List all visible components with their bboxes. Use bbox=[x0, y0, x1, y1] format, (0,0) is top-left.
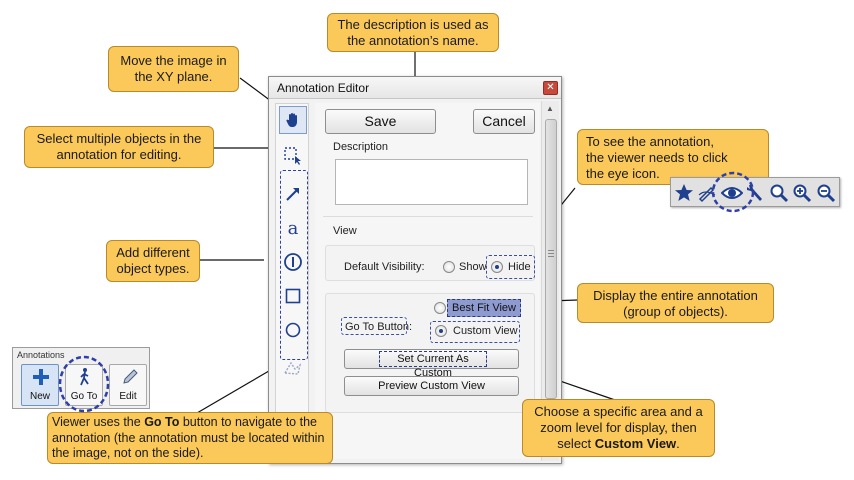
annotations-panel: Annotations New Go To Edit bbox=[12, 347, 150, 409]
custom-callout-text-2: . bbox=[676, 436, 680, 451]
info-icon bbox=[284, 253, 302, 271]
cancel-button[interactable]: Cancel bbox=[473, 109, 535, 134]
go-to-callout: Viewer uses the Go To button to navigate… bbox=[47, 412, 333, 464]
arrow-icon bbox=[286, 188, 299, 201]
circle-tool[interactable] bbox=[279, 316, 307, 344]
select-callout: Select multiple objects in the annotatio… bbox=[24, 126, 214, 168]
go-to-callout-bold: Go To bbox=[144, 415, 180, 429]
eye-icon bbox=[721, 187, 743, 199]
wrench-icon bbox=[747, 185, 762, 201]
eye-callout-line-3: the eye icon. bbox=[586, 166, 660, 181]
dialog-title: Annotation Editor bbox=[277, 81, 370, 95]
rectangle-icon bbox=[285, 288, 301, 304]
eye-callout-line-1: To see the annotation, bbox=[586, 134, 714, 149]
eye-highlight-circle bbox=[711, 171, 755, 213]
star-button[interactable] bbox=[673, 182, 695, 204]
rectangle-tool[interactable] bbox=[279, 282, 307, 310]
new-label: New bbox=[29, 391, 50, 402]
custom-callout-text-1: Choose a specific area and a zoom level … bbox=[534, 404, 703, 451]
go-to-button-label: Go To Button: bbox=[345, 321, 413, 333]
show-radio[interactable] bbox=[443, 261, 455, 273]
editor-panel: Save Cancel Description View Default Vis… bbox=[315, 103, 540, 459]
select-tool[interactable] bbox=[279, 142, 307, 170]
view-label: View bbox=[333, 225, 357, 237]
polygon-icon bbox=[283, 361, 302, 375]
go-to-label-highlight bbox=[341, 317, 407, 335]
star-icon bbox=[675, 184, 693, 201]
annotations-title: Annotations bbox=[17, 350, 65, 360]
zoom-out-button[interactable] bbox=[815, 182, 837, 204]
hide-highlight bbox=[486, 255, 535, 279]
move-callout: Move the image in the XY plane. bbox=[108, 46, 239, 92]
zoom-in-button[interactable] bbox=[791, 182, 813, 204]
marquee-select-icon bbox=[284, 147, 301, 165]
description-label: Description bbox=[333, 141, 389, 153]
custom-callout-bold: Custom View bbox=[594, 436, 677, 451]
save-button[interactable]: Save bbox=[325, 109, 436, 134]
pan-tool[interactable] bbox=[279, 106, 307, 134]
wrench-button[interactable] bbox=[744, 182, 766, 204]
new-button[interactable]: New bbox=[21, 364, 59, 406]
scrollbar[interactable]: ▲ bbox=[541, 101, 559, 461]
object-types-highlight bbox=[280, 170, 308, 360]
title-bar: Annotation Editor ✕ bbox=[269, 77, 561, 99]
preview-custom-view-button[interactable]: Preview Custom View bbox=[344, 376, 519, 396]
zoom-out-icon bbox=[817, 184, 836, 203]
display-entire-callout: Display the entire annotation (group of … bbox=[577, 283, 774, 323]
set-current-as-custom-button[interactable]: Set Current As Custom bbox=[344, 349, 519, 379]
set-current-as-custom-label: Set Current As Custom bbox=[379, 351, 487, 379]
custom-view-label: Custom View bbox=[453, 325, 518, 337]
custom-view-highlight bbox=[430, 321, 520, 343]
go-to-highlight-circle bbox=[58, 355, 110, 413]
divider bbox=[323, 216, 533, 217]
best-fit-view-label: Best Fit View bbox=[447, 299, 521, 317]
eye-callout-line-2: the viewer needs to click bbox=[586, 150, 728, 165]
default-visibility-label: Default Visibility: bbox=[344, 261, 425, 273]
annotation-editor-dialog: Annotation Editor ✕ a bbox=[268, 76, 562, 464]
person-walking-icon bbox=[80, 368, 89, 386]
hand-icon bbox=[286, 113, 297, 127]
scroll-thumb[interactable] bbox=[545, 119, 557, 399]
description-input[interactable] bbox=[335, 159, 528, 205]
custom-view-callout: Choose a specific area and a zoom level … bbox=[522, 399, 715, 457]
hide-radio[interactable] bbox=[491, 261, 503, 273]
viewer-toolbar bbox=[670, 177, 840, 207]
search-icon bbox=[770, 184, 789, 203]
zoom-in-icon bbox=[793, 184, 812, 203]
object-types-callout: Add different object types. bbox=[106, 240, 200, 282]
go-to-group: Go To Button: Best Fit View Custom View … bbox=[325, 293, 535, 413]
pencil-icon bbox=[123, 369, 138, 384]
polygon-tool[interactable] bbox=[279, 354, 307, 382]
hide-label: Hide bbox=[508, 261, 531, 273]
go-to-button[interactable]: Go To bbox=[65, 364, 103, 406]
arrow-tool[interactable] bbox=[279, 180, 307, 208]
tool-palette: a bbox=[275, 103, 309, 459]
info-tool[interactable] bbox=[279, 248, 307, 276]
close-button[interactable]: ✕ bbox=[543, 81, 558, 95]
search-button[interactable] bbox=[768, 182, 790, 204]
circle-icon bbox=[285, 322, 301, 338]
go-to-label: Go To bbox=[70, 391, 98, 402]
custom-view-radio[interactable] bbox=[435, 325, 447, 337]
description-callout: The description is used as the annotatio… bbox=[327, 13, 499, 52]
edit-label: Edit bbox=[119, 391, 137, 402]
text-tool[interactable]: a bbox=[279, 214, 307, 242]
go-to-callout-text-1: Viewer uses the bbox=[52, 415, 145, 429]
go-to-callout-text-2: button to navigate to the annotation (th… bbox=[52, 415, 325, 460]
eye-button[interactable] bbox=[721, 182, 743, 204]
eye-callout: To see the annotation, the viewer needs … bbox=[577, 129, 769, 185]
text-icon: a bbox=[288, 218, 299, 238]
edit-button[interactable]: Edit bbox=[109, 364, 147, 406]
visibility-group: Default Visibility: Show Hide bbox=[325, 245, 535, 281]
scroll-up-arrow-icon[interactable]: ▲ bbox=[546, 104, 554, 113]
show-label: Show bbox=[459, 261, 487, 273]
plus-icon bbox=[33, 369, 49, 385]
best-fit-radio[interactable] bbox=[434, 302, 446, 314]
svg-text:a: a bbox=[288, 218, 299, 238]
